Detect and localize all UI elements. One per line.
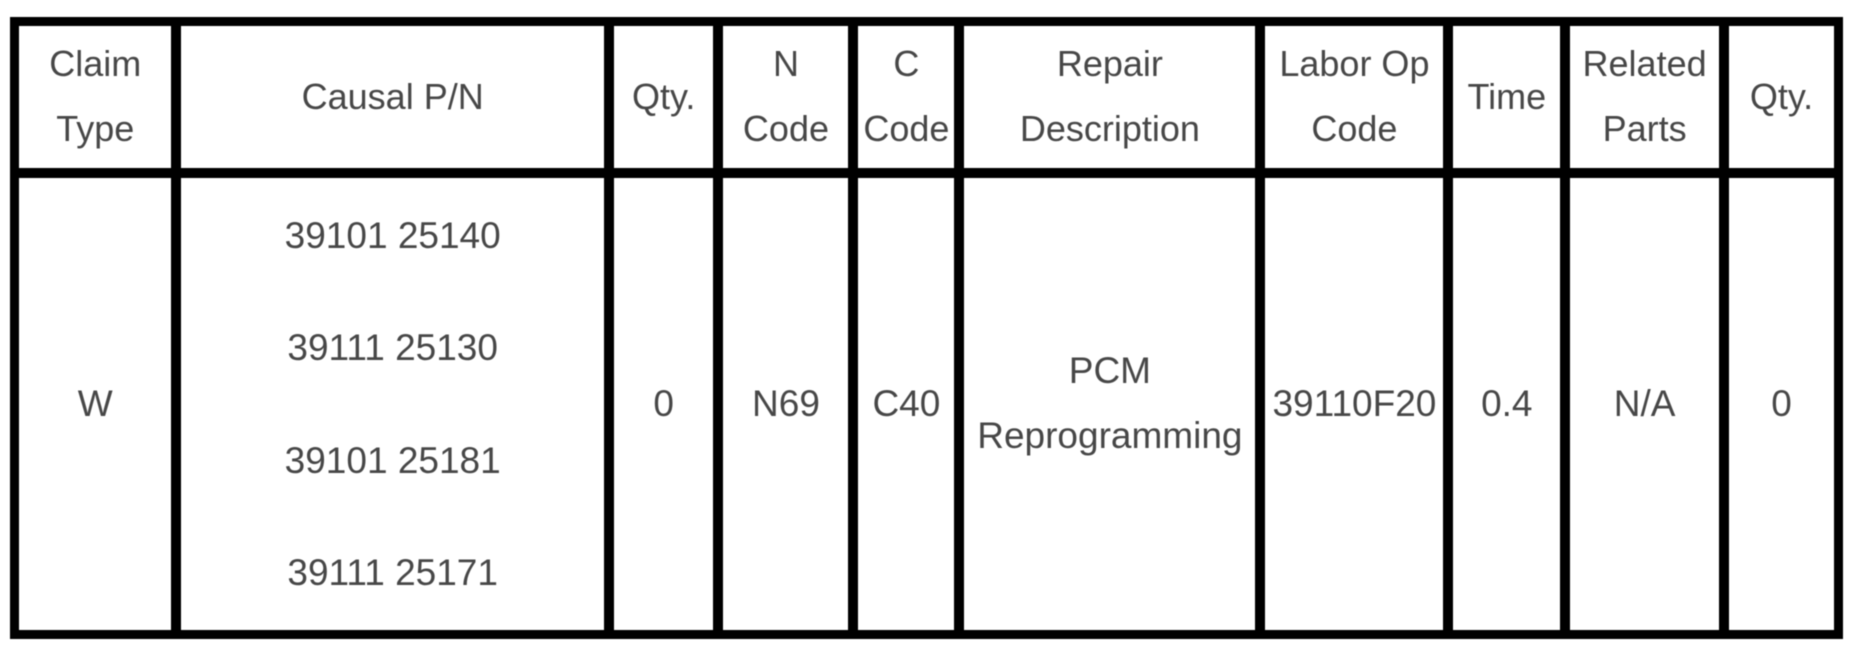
cell-repair-description: PCM Reprogramming: [959, 173, 1261, 635]
cell-c-code: C40: [853, 173, 960, 635]
col-header-related-qty: Qty.: [1723, 21, 1839, 173]
causal-pn-line: 39101 25140: [284, 214, 501, 256]
col-header-time: Time: [1448, 21, 1566, 173]
col-header-related-parts: Related Parts: [1565, 21, 1724, 173]
cell-causal-pn: 39101 25140 39111 25130 39101 25181 3911…: [176, 173, 609, 635]
table-row: W 39101 25140 39111 25130 39101 25181 39…: [14, 173, 1839, 635]
cell-time: 0.4: [1448, 173, 1566, 635]
causal-pn-line: 39101 25181: [284, 439, 501, 481]
col-header-n-code: N Code: [718, 21, 854, 173]
cell-qty: 0: [608, 173, 719, 635]
causal-pn-line: 39111 25171: [287, 552, 498, 594]
warranty-claim-table: Claim Type Causal P/N Qty. N Code C Code…: [10, 17, 1843, 639]
col-header-repair-description: Repair Description: [959, 21, 1261, 173]
cell-n-code: N69: [718, 173, 854, 635]
cell-related-qty: 0: [1723, 173, 1839, 635]
causal-pn-line: 39111 25130: [287, 327, 498, 369]
cell-claim-type: W: [14, 173, 177, 635]
col-header-c-code: C Code: [853, 21, 960, 173]
causal-pn-stack: 39101 25140 39111 25130 39101 25181 3911…: [183, 179, 602, 629]
col-header-causal-pn: Causal P/N: [176, 21, 609, 173]
col-header-labor-op-code: Labor Op Code: [1260, 21, 1449, 173]
header-row: Claim Type Causal P/N Qty. N Code C Code…: [14, 21, 1839, 173]
cell-labor-op-code: 39110F20: [1260, 173, 1449, 635]
col-header-qty: Qty.: [608, 21, 719, 173]
col-header-claim-type: Claim Type: [14, 21, 177, 173]
cell-related-parts: N/A: [1565, 173, 1724, 635]
